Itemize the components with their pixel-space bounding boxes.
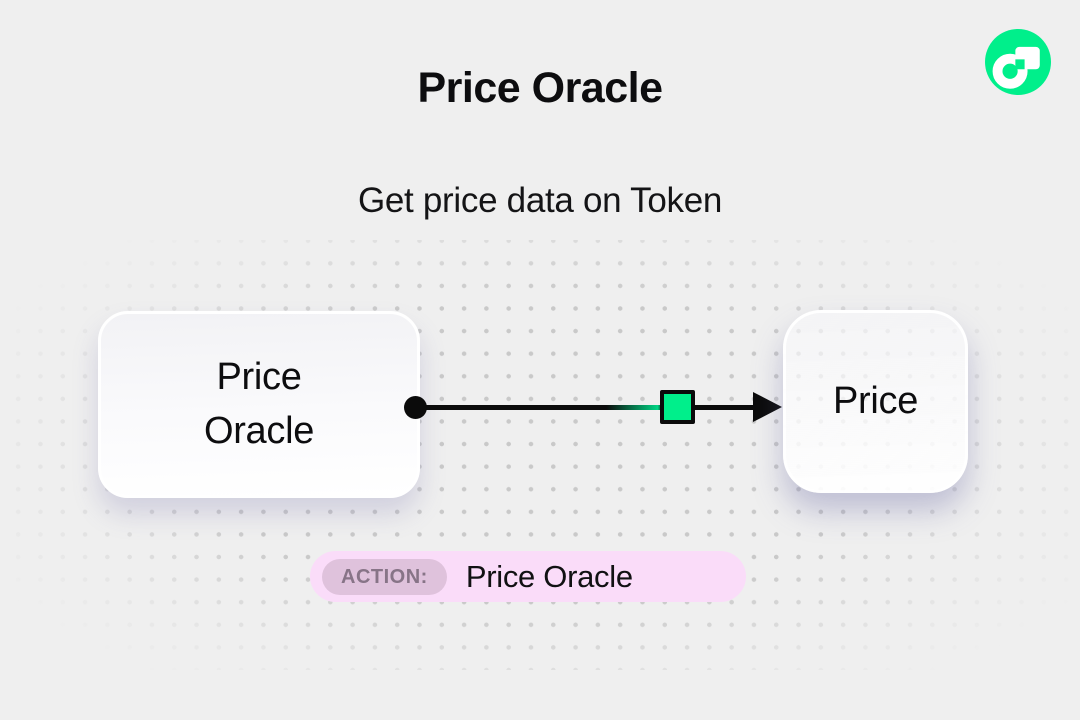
node-label-line: Price [216,355,302,398]
action-badge-label: ACTION: [322,558,447,595]
action-badge: ACTION: Price Oracle [310,551,746,602]
diagram-node-price: Price [783,310,968,493]
connector-green-square-marker [660,390,695,424]
action-badge-value: Price Oracle [465,558,633,594]
page-title: Price Oracle [417,64,663,112]
connector-start-dot [404,396,427,419]
node-label-line: Oracle [203,409,315,452]
flow-logo-icon [985,29,1051,95]
connector-line [415,405,757,410]
node-label: Price [832,379,919,422]
page-subtitle: Get price data on Token [357,181,723,220]
diagram-node-price-oracle: Price Oracle [98,311,420,498]
connector-arrowhead-icon [753,392,782,422]
